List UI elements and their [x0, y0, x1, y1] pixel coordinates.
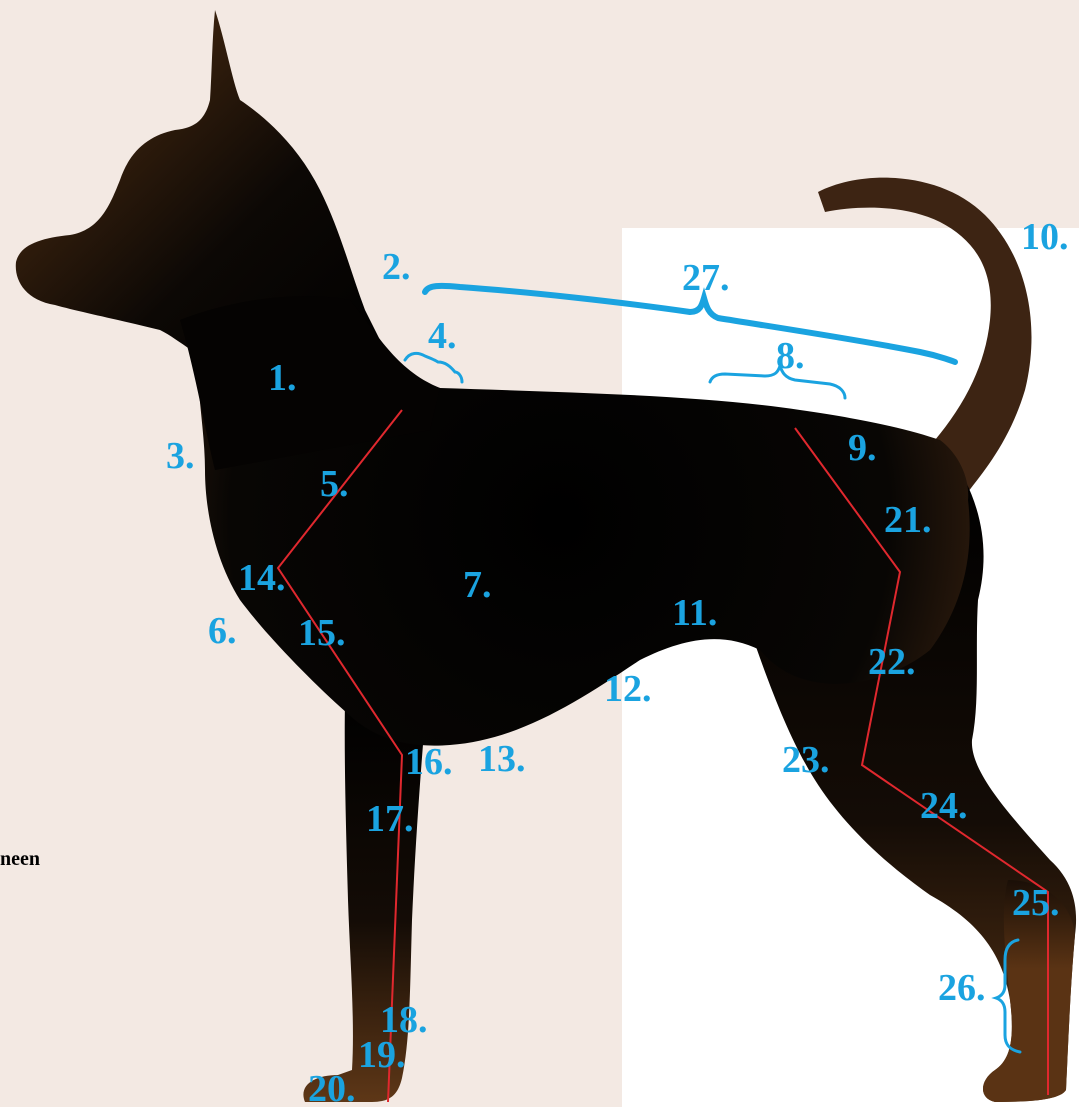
- label-21: 21.: [884, 499, 932, 541]
- label-3: 3.: [166, 435, 195, 477]
- label-11: 11.: [672, 592, 717, 634]
- label-6: 6.: [208, 610, 237, 652]
- label-7: 7.: [463, 564, 492, 606]
- label-8: 8.: [776, 335, 805, 377]
- label-14: 14.: [238, 557, 286, 599]
- label-1: 1.: [268, 357, 297, 399]
- label-16: 16.: [405, 741, 453, 783]
- label-4: 4.: [428, 315, 457, 357]
- label-24: 24.: [920, 785, 968, 827]
- label-22: 22.: [868, 641, 916, 683]
- label-13: 13.: [478, 738, 526, 780]
- label-15: 15.: [298, 612, 346, 654]
- label-20: 20.: [308, 1068, 356, 1107]
- label-12: 12.: [604, 668, 652, 710]
- label-25: 25.: [1012, 882, 1060, 924]
- label-19: 19.: [358, 1034, 406, 1076]
- label-10: 10.: [1021, 216, 1069, 258]
- side-text: neen: [0, 848, 40, 870]
- label-26: 26.: [938, 967, 986, 1009]
- label-17: 17.: [366, 798, 414, 840]
- label-23: 23.: [782, 739, 830, 781]
- label-27: 27.: [682, 257, 730, 299]
- label-9: 9.: [848, 427, 877, 469]
- label-5: 5.: [320, 463, 349, 505]
- label-2: 2.: [382, 246, 411, 288]
